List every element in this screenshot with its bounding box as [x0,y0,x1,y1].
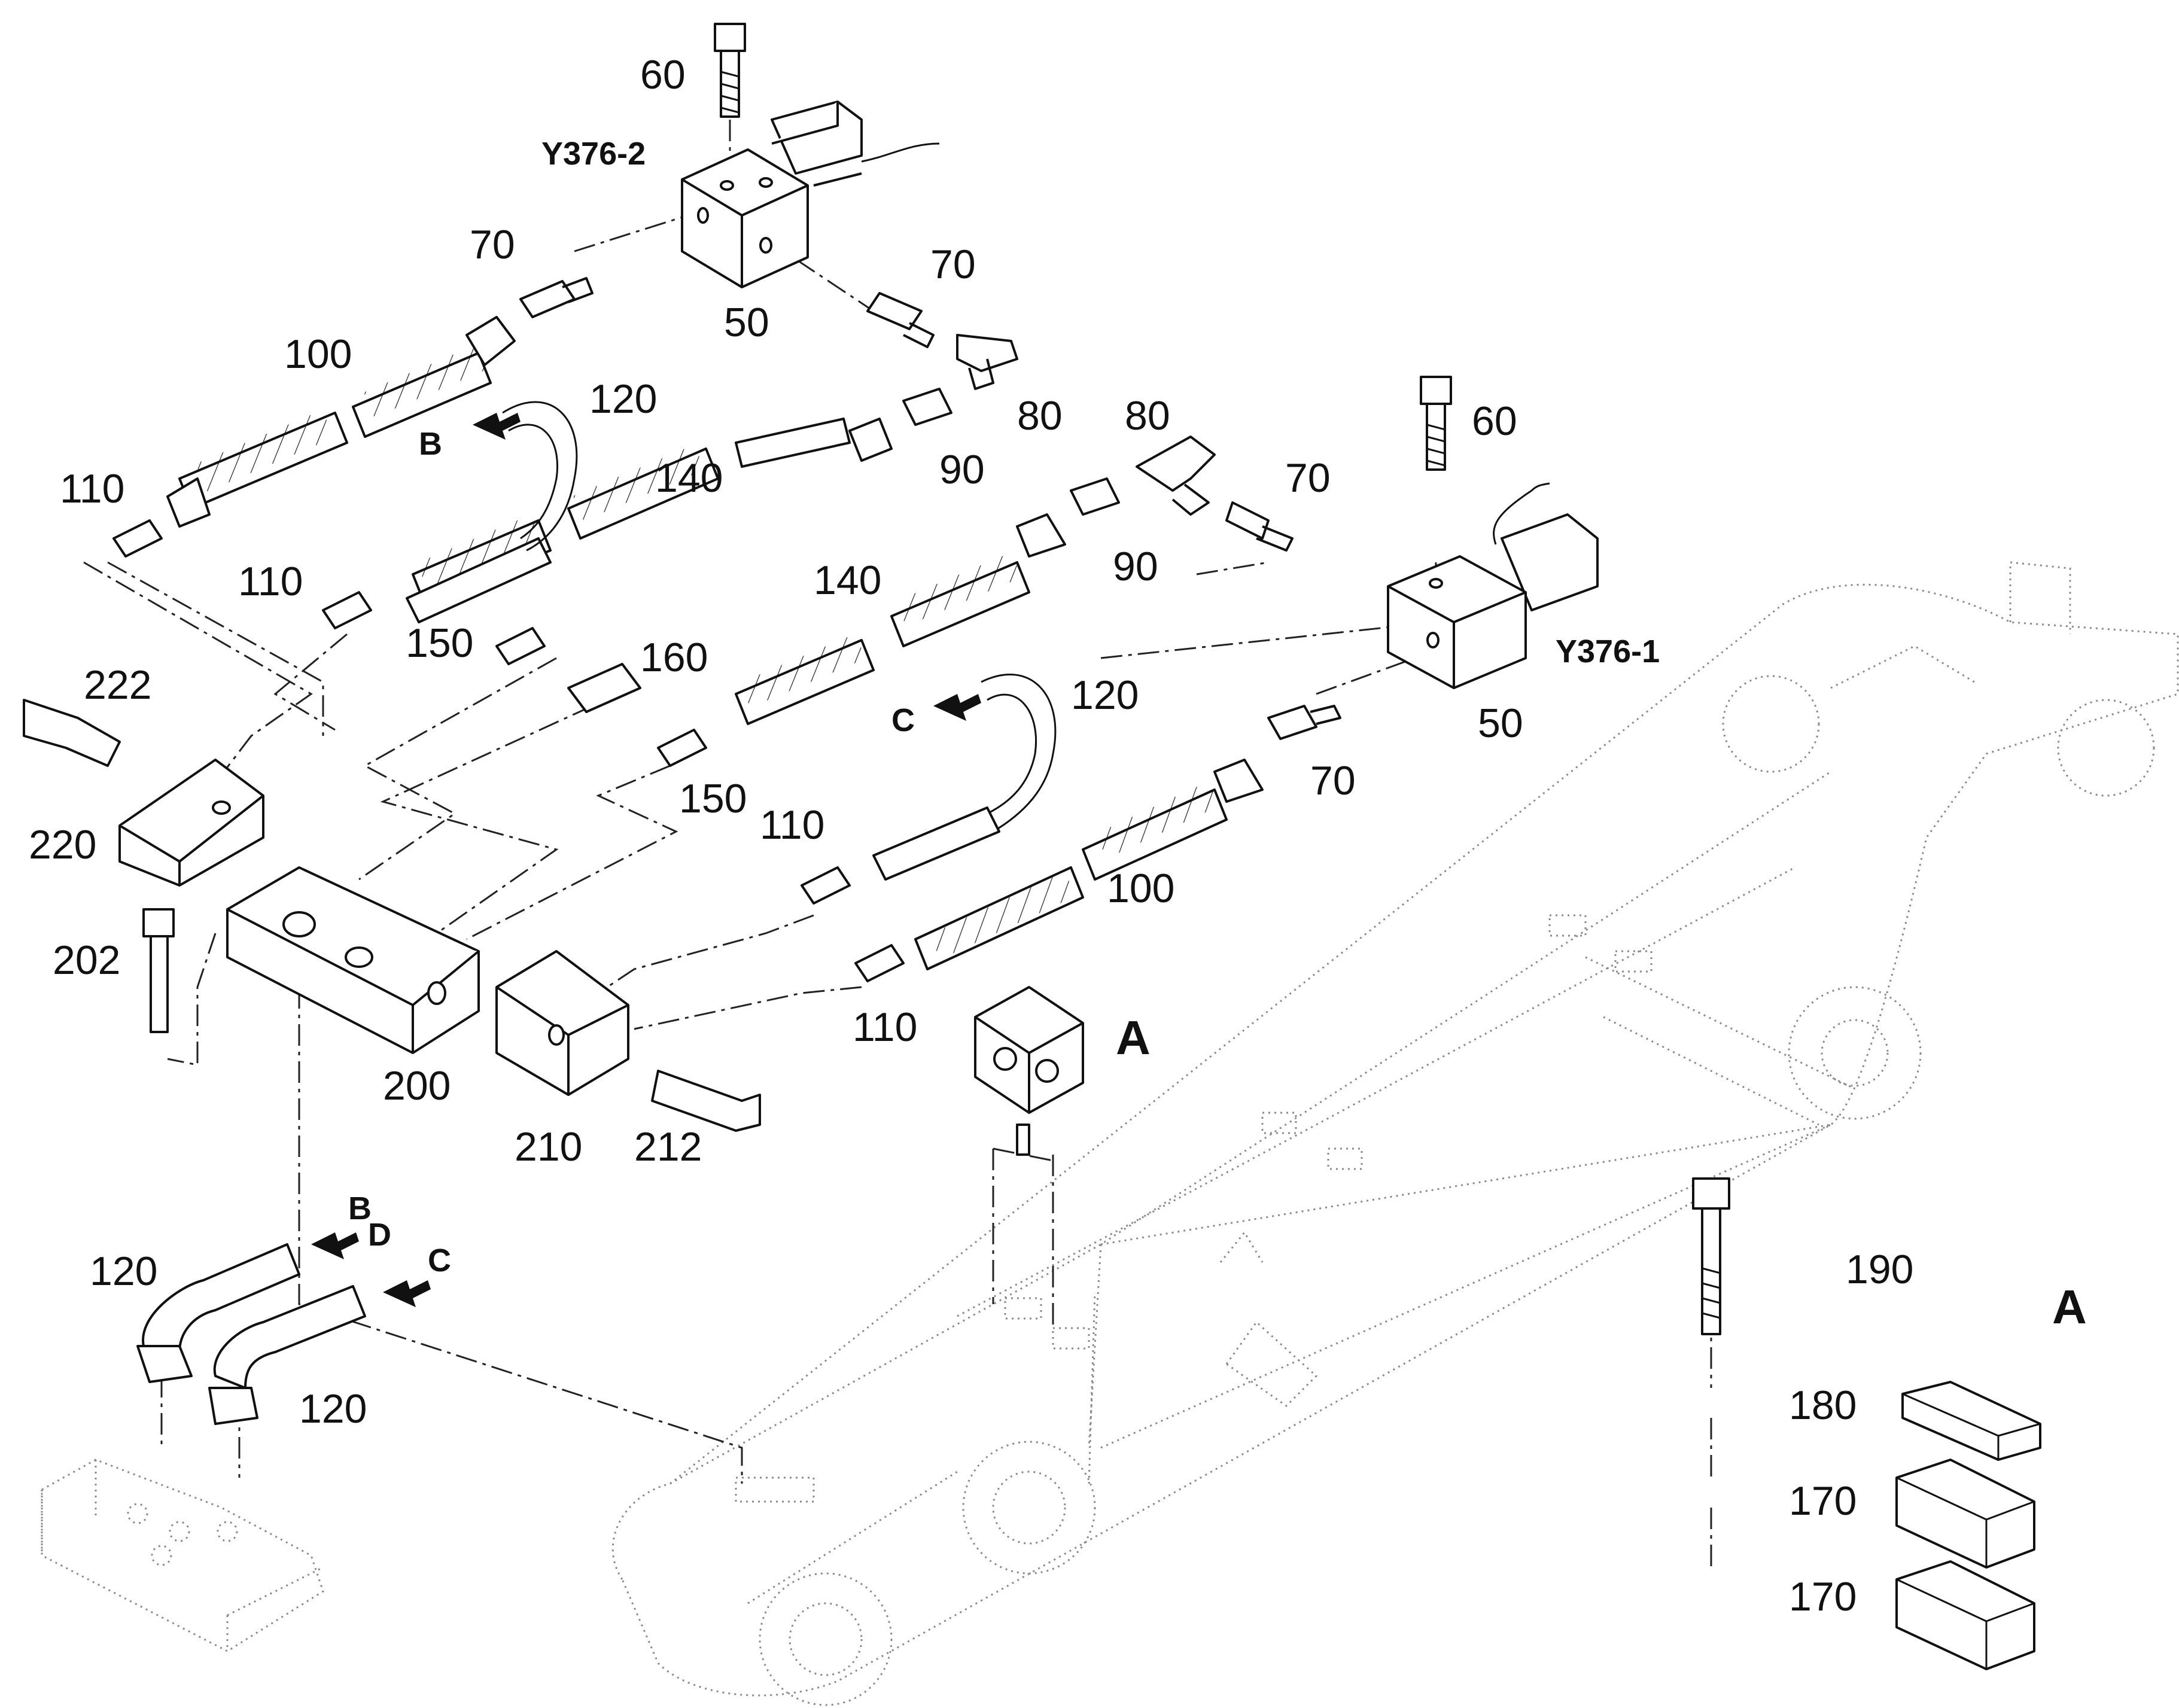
label-b-arrow: B [419,426,442,462]
label-140-b: 140 [814,558,881,603]
detail-a-bolt-190 [1692,1177,1730,1335]
label-100-top: 100 [284,331,352,377]
bracket-200 [226,866,480,1054]
label-110-a: 110 [60,466,124,512]
label-c-arrow: C [891,702,915,738]
label-120-top: 120 [589,376,657,422]
label-a-view: A [1116,1011,1151,1064]
direction-arrows [311,413,981,1307]
bolt-60-top [714,23,746,118]
bolt-60-right [1420,376,1452,471]
label-150-a: 150 [406,620,473,666]
label-180: 180 [1789,1383,1857,1428]
clamp-210 [495,950,629,1096]
label-80-b: 80 [1125,393,1170,439]
detail-a-clamp-170-upper [1895,1459,2035,1569]
label-150-b: 150 [679,776,747,821]
label-212: 212 [634,1124,702,1170]
manifold-block-outline [41,1459,324,1652]
label-70-c: 70 [1285,455,1331,501]
clamp-220 [118,759,264,887]
label-200: 200 [383,1063,451,1109]
valve-block-y376-1 [1387,482,1599,689]
label-210: 210 [515,1124,582,1170]
label-y376-2: Y376-2 [541,136,646,172]
label-202: 202 [53,937,120,983]
pipe-clamp-a [974,986,1084,1156]
label-120-mid: 120 [1071,672,1139,718]
label-120-low1: 120 [90,1249,157,1294]
detail-a-plate-180 [1901,1381,2041,1461]
fittings [112,277,1341,982]
label-190: 190 [1846,1247,1913,1292]
label-90-b: 90 [1113,544,1158,589]
label-c-low: C [428,1243,451,1278]
label-d-low: D [368,1217,391,1253]
hoses [136,316,1264,1425]
label-90-a: 90 [939,447,985,492]
label-110-b: 110 [238,559,303,604]
label-70-a: 70 [470,222,515,267]
label-80-a: 80 [1017,393,1063,439]
label-a-detail: A [2052,1280,2087,1333]
label-222: 222 [84,662,151,708]
boom-outline [611,561,2179,1706]
label-50-right: 50 [1478,701,1523,746]
label-100-mid: 100 [1107,866,1174,911]
valve-block-y376-2 [681,101,940,288]
label-110-c: 110 [760,802,824,848]
label-60-top: 60 [640,52,686,98]
label-220: 220 [29,822,96,867]
label-120-low2: 120 [299,1386,367,1432]
label-50-top: 50 [724,300,769,345]
detail-a-clamp-170-lower [1895,1560,2035,1670]
label-140-a: 140 [655,455,723,501]
bolts-202-212-222 [23,699,761,1132]
label-70-b: 70 [930,242,976,287]
label-y376-1: Y376-1 [1556,634,1660,669]
label-60-right: 60 [1472,398,1517,444]
label-110-d: 110 [853,1004,917,1050]
label-b-low: B [348,1191,372,1226]
callout-labels: 60 Y376-2 70 70 50 100 120 B 80 80 60 11… [29,52,2087,1619]
label-70-d: 70 [1310,758,1356,803]
label-170-b: 170 [1789,1574,1857,1619]
label-160: 160 [640,635,708,680]
label-170-a: 170 [1789,1478,1857,1524]
